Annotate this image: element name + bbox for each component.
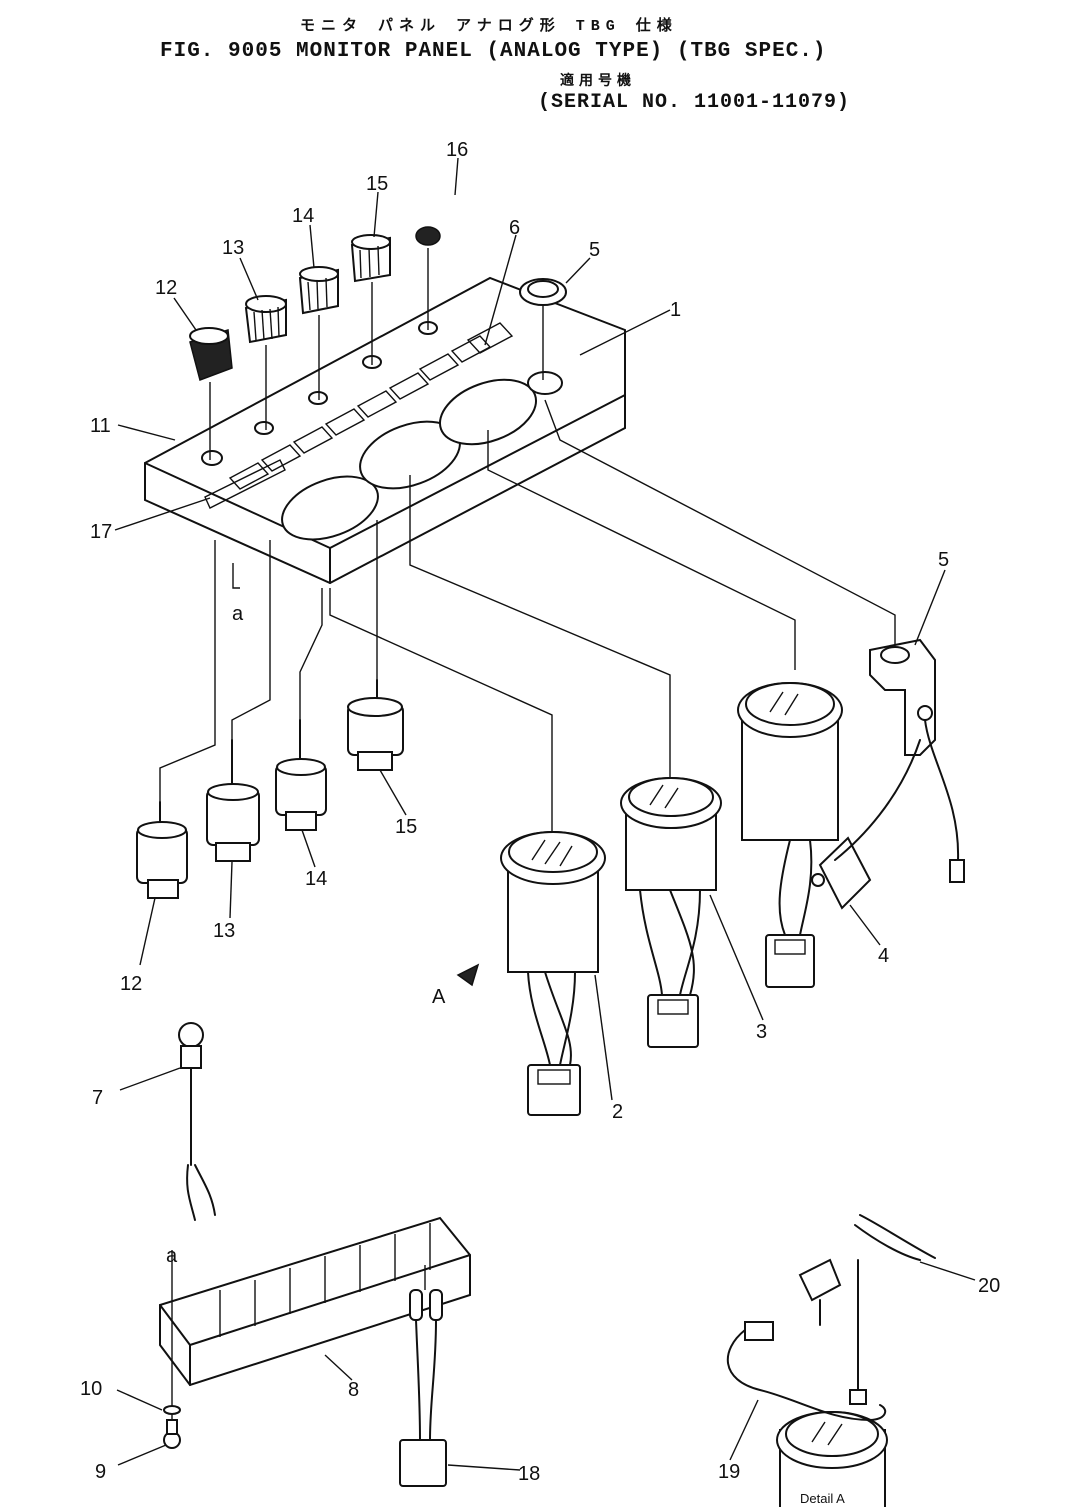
gauge-4 <box>737 682 872 988</box>
view-a-label: A <box>432 986 446 1008</box>
switch-12 <box>136 801 188 899</box>
callout-5-top: 5 <box>589 239 600 261</box>
callout-10: 10 <box>80 1378 102 1400</box>
knob-15 <box>350 234 391 283</box>
ring-5 <box>519 278 567 306</box>
bracket-5 <box>834 638 965 883</box>
view-a-arrow <box>456 963 480 987</box>
knob-14 <box>298 266 339 315</box>
detail-a-label: Detail A <box>800 1491 845 1506</box>
callout-numbers: 11 17 12 13 14 15 16 6 5 1 5 4 3 2 12 13… <box>80 139 1000 1506</box>
monitor-panel-plate <box>144 276 626 585</box>
switch-13 <box>206 739 260 862</box>
callout-12-bottom: 12 <box>120 973 142 995</box>
knob-12 <box>189 327 233 381</box>
callout-14-top: 14 <box>292 205 314 227</box>
callout-15-bottom: 15 <box>395 816 417 838</box>
callout-11: 11 <box>90 415 111 437</box>
assembly-lines <box>159 248 896 840</box>
callout-12-top: 12 <box>155 277 177 299</box>
detail-a-wiring <box>726 1214 936 1421</box>
washer-10 <box>163 1405 181 1415</box>
callout-leaders <box>114 157 976 1471</box>
callout-18: 18 <box>518 1463 540 1485</box>
callout-2: 2 <box>612 1101 623 1123</box>
bulb-socket-7 <box>178 1022 216 1221</box>
callout-5-bracket: 5 <box>938 549 949 571</box>
screw-9 <box>163 1250 181 1449</box>
callout-14-bottom: 14 <box>305 868 327 890</box>
callout-13-top: 13 <box>222 237 244 259</box>
callout-15-top: 15 <box>366 173 388 195</box>
callout-1: 1 <box>670 299 681 321</box>
gauge-3 <box>620 777 722 1048</box>
reference-a-top: a <box>232 603 244 625</box>
japanese-serial-label: 適用号機 <box>560 74 636 90</box>
knob-13 <box>244 295 287 344</box>
callout-19: 19 <box>718 1461 740 1483</box>
switch-15 <box>347 679 404 771</box>
callout-8: 8 <box>348 1379 359 1401</box>
gauge-2 <box>500 831 606 1116</box>
callout-3: 3 <box>756 1021 767 1043</box>
callout-4: 4 <box>878 945 889 967</box>
callout-9: 9 <box>95 1461 106 1483</box>
detail-a-gauge <box>776 1411 888 1507</box>
socket-strip-8 <box>159 1216 471 1387</box>
callout-7: 7 <box>92 1087 103 1109</box>
serial-range: (SERIAL NO. 11001-11079) <box>538 91 851 114</box>
callout-17: 17 <box>90 521 112 543</box>
japanese-title: モニタ パネル アナログ形 TBG 仕様 <box>300 18 678 35</box>
connector-18 <box>399 1265 447 1487</box>
reference-a-bottom: a <box>166 1245 178 1267</box>
figure-title: FIG. 9005 MONITOR PANEL (ANALOG TYPE) (T… <box>160 40 827 63</box>
callout-6: 6 <box>509 217 520 239</box>
cap-16 <box>415 226 441 246</box>
callout-16: 16 <box>446 139 468 161</box>
switch-14 <box>275 719 327 831</box>
callout-20: 20 <box>978 1275 1000 1297</box>
callout-13-bottom: 13 <box>213 920 235 942</box>
